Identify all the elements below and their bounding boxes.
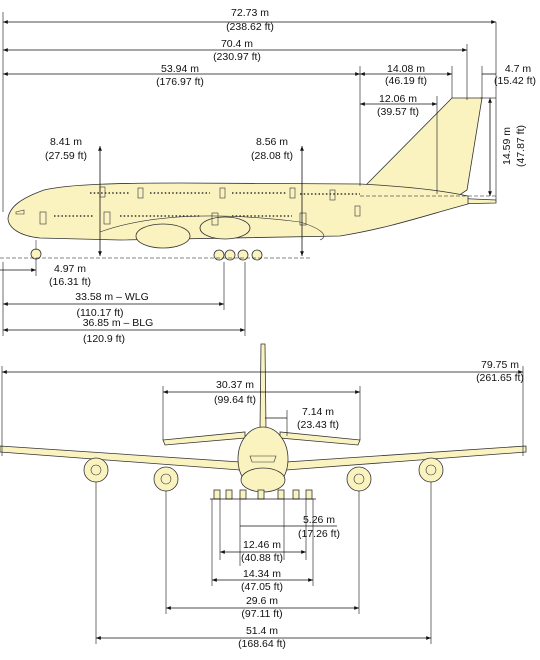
label-tail-span-b-m: 12.06 m xyxy=(379,93,417,105)
label-blg-ft: (120.9 ft) xyxy=(83,333,125,345)
label-gear-a-m: 5.26 m xyxy=(303,514,335,526)
label-nose-to-tail-ft: (176.97 ft) xyxy=(156,76,204,88)
vertical-tail-front xyxy=(259,343,267,431)
cockpit-window xyxy=(15,209,25,215)
label-tail-height-m: 14.59 m xyxy=(501,127,513,165)
label-door-front-m: 8.41 m xyxy=(50,136,82,148)
engine-outer-side xyxy=(199,216,251,240)
label-nose-to-tail-m: 53.94 m xyxy=(161,63,199,75)
label-engine-outer-m: 51.4 m xyxy=(246,625,278,637)
label-wlg-m: 33.58 m – WLG xyxy=(75,291,149,303)
label-wlg-ft: (110.17 ft) xyxy=(76,307,123,319)
cockpit-front xyxy=(249,455,277,463)
engines-front xyxy=(83,457,444,492)
label-engine-inner-m: 29.6 m xyxy=(246,595,278,607)
label-door-front-ft: (27.59 ft) xyxy=(45,150,87,162)
label-tail-span-a-m: 14.08 m xyxy=(387,63,425,75)
label-fuselage-length-m: 70.4 m xyxy=(221,38,253,50)
wing-outline xyxy=(99,215,325,241)
label-half-stab-ft: (23.43 ft) xyxy=(297,419,339,431)
label-gear-a-ft: (17.26 ft) xyxy=(298,528,340,540)
label-nose-gear-ft: (16.31 ft) xyxy=(49,276,91,288)
side-view: 72.73 m (238.62 ft) 70.4 m (230.97 ft) 5… xyxy=(0,7,536,345)
label-stabilizer-span-ft: (99.64 ft) xyxy=(214,394,256,406)
label-blg-m: 36.85 m – BLG xyxy=(83,317,154,329)
label-engine-inner-ft: (97.11 ft) xyxy=(241,608,282,620)
label-overall-length-ft: (238.62 ft) xyxy=(226,21,274,33)
label-gear-c-ft: (47.05 ft) xyxy=(241,581,283,593)
label-gear-c-m: 14.34 m xyxy=(243,568,281,580)
label-nose-gear-m: 4.97 m xyxy=(54,263,86,275)
doors-side xyxy=(39,186,361,226)
label-engine-outer-ft: (168.64 ft) xyxy=(238,638,286,650)
fuselage-lower xyxy=(240,467,286,493)
landing-gear-side xyxy=(30,248,263,261)
label-fuselage-length-ft: (230.97 ft) xyxy=(213,51,261,63)
label-door-rear-ft: (28.08 ft) xyxy=(251,150,293,162)
label-half-stab-m: 7.14 m xyxy=(302,406,334,418)
label-door-rear-m: 8.56 m xyxy=(256,136,288,148)
label-tail-span-b-ft: (39.57 ft) xyxy=(377,106,419,118)
label-tail-offset-ft: (15.42 ft) xyxy=(494,75,536,87)
label-wingspan-m: 79.75 m xyxy=(481,359,519,371)
label-tail-offset-m: 4.7 m xyxy=(505,63,532,75)
label-gear-b-ft: (40.88 ft) xyxy=(241,552,283,564)
label-gear-b-m: 12.46 m xyxy=(243,539,281,551)
fuselage-side xyxy=(7,182,469,241)
label-tail-span-a-ft: (46.19 ft) xyxy=(385,75,427,87)
label-stabilizer-span-m: 30.37 m xyxy=(216,379,254,391)
label-overall-length-m: 72.73 m xyxy=(231,7,269,19)
front-view: 79.75 m (261.65 ft) 30.37 m (99.64 ft) 7… xyxy=(0,343,527,650)
label-wingspan-ft: (261.65 ft) xyxy=(476,372,524,384)
engine-inner-side xyxy=(135,223,191,249)
window-rows xyxy=(54,192,360,217)
label-tail-height-ft: (47.87 ft) xyxy=(515,125,527,167)
landing-gear-front xyxy=(213,489,313,500)
